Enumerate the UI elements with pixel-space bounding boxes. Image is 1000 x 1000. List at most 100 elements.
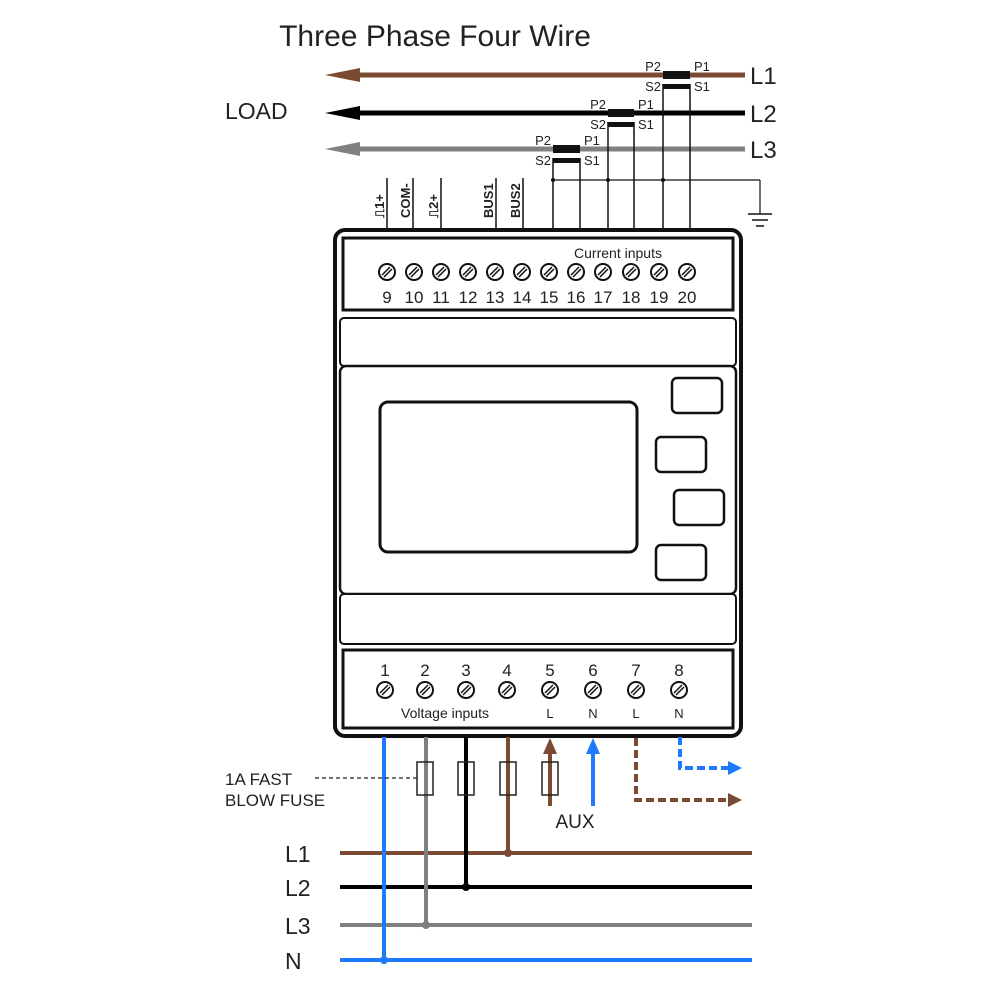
screw-icon — [670, 681, 688, 699]
screw-icon — [416, 681, 434, 699]
junction-dot — [504, 849, 512, 857]
screw-slot — [421, 686, 431, 696]
screw-slot — [683, 268, 693, 278]
ct-p1: P1 — [694, 59, 710, 74]
ct-s1: S1 — [584, 153, 600, 168]
terminal-number: 13 — [486, 288, 505, 307]
fuse-icon — [499, 761, 517, 796]
screw-icon — [650, 263, 668, 281]
diagram-title: Three Phase Four Wire — [279, 20, 591, 53]
ct-s2: S2 — [590, 117, 606, 132]
fuse-icon — [457, 761, 475, 796]
screw-slot — [570, 266, 580, 276]
ct-p2: P2 — [535, 133, 551, 148]
screw-slot — [379, 684, 389, 694]
terminal-number: 12 — [459, 288, 478, 307]
ct-s2: S2 — [645, 79, 661, 94]
fuse-icon — [541, 761, 559, 796]
terminal-number: 8 — [674, 661, 683, 680]
screw-slot — [625, 266, 635, 276]
panel-button-2[interactable] — [654, 435, 708, 474]
arrow-right-icon — [728, 761, 742, 775]
screw-icon — [405, 263, 423, 281]
ct-p2: P2 — [645, 59, 661, 74]
screw-slot — [501, 684, 511, 694]
screw-slot — [489, 266, 499, 276]
screw-icon — [376, 681, 394, 699]
panel-button-1[interactable] — [670, 376, 724, 415]
screw-slot — [630, 684, 640, 694]
screw-slot — [437, 268, 447, 278]
terminal-number: 1 — [380, 661, 389, 680]
terminal-number: 14 — [513, 288, 532, 307]
screw-icon — [459, 263, 477, 281]
screw-icon — [486, 263, 504, 281]
screw-slot — [381, 266, 391, 276]
screw-slot — [491, 268, 501, 278]
arrow-left-icon — [325, 106, 360, 120]
screw-icon — [498, 681, 516, 699]
screw-icon — [584, 681, 602, 699]
screw-slot — [589, 686, 599, 696]
terminal-number: 15 — [540, 288, 559, 307]
fuse-label-line1: 1A FAST — [225, 770, 292, 789]
screw-slot — [460, 684, 470, 694]
ct-p2: P2 — [590, 97, 606, 112]
screw-slot — [653, 266, 663, 276]
terminal-sublabel: L — [632, 706, 639, 721]
terminal-number: 3 — [461, 661, 470, 680]
current-transformer — [608, 109, 634, 117]
screw-icon — [541, 681, 559, 699]
line-label: L2 — [750, 101, 777, 128]
supply-line-label: L3 — [285, 913, 311, 939]
supply-line-label: L2 — [285, 875, 311, 901]
ct-s2: S2 — [535, 153, 551, 168]
screw-slot — [462, 686, 472, 696]
screw-icon — [513, 263, 531, 281]
screw-slot — [419, 684, 429, 694]
screw-slot — [464, 268, 474, 278]
panel-button-3[interactable] — [672, 488, 726, 527]
screw-slot — [681, 266, 691, 276]
screw-icon — [567, 263, 585, 281]
screw-icon — [594, 263, 612, 281]
panel-button-4[interactable] — [654, 543, 708, 582]
screw-slot — [675, 686, 685, 696]
terminal-number: 5 — [545, 661, 554, 680]
screw-slot — [599, 268, 609, 278]
screw-slot — [627, 268, 637, 278]
arrow-up-icon — [586, 738, 600, 754]
screw-slot — [383, 268, 393, 278]
ct-secondary — [553, 158, 580, 163]
screw-slot — [543, 266, 553, 276]
terminal-number: 2 — [420, 661, 429, 680]
terminal-number: 10 — [405, 288, 424, 307]
voltage-inputs-label: Voltage inputs — [401, 705, 489, 721]
screw-icon — [378, 263, 396, 281]
line-label: L1 — [750, 63, 777, 90]
terminal-number: 6 — [588, 661, 597, 680]
terminal-number: 16 — [567, 288, 586, 307]
fuse-label-line2: BLOW FUSE — [225, 791, 325, 810]
screw-icon — [432, 263, 450, 281]
terminal-number: 7 — [631, 661, 640, 680]
screw-slot — [546, 686, 556, 696]
screw-icon — [622, 263, 640, 281]
current-inputs-label: Current inputs — [574, 245, 662, 261]
terminal-function-label: COM- — [398, 183, 413, 218]
terminal-function-label: ⎍2+ — [426, 194, 441, 218]
relay-n-dashed-wire — [678, 737, 728, 770]
terminal-function-label: ⎍1+ — [372, 194, 387, 218]
arrow-up-icon — [543, 738, 557, 754]
screw-slot — [587, 684, 597, 694]
terminal-number: 17 — [594, 288, 613, 307]
ct-secondary — [608, 122, 634, 127]
terminal-function-label: BUS2 — [508, 183, 523, 218]
line-label: L3 — [750, 137, 777, 164]
screw-icon — [678, 263, 696, 281]
ct-s1: S1 — [638, 117, 654, 132]
screw-slot — [518, 268, 528, 278]
